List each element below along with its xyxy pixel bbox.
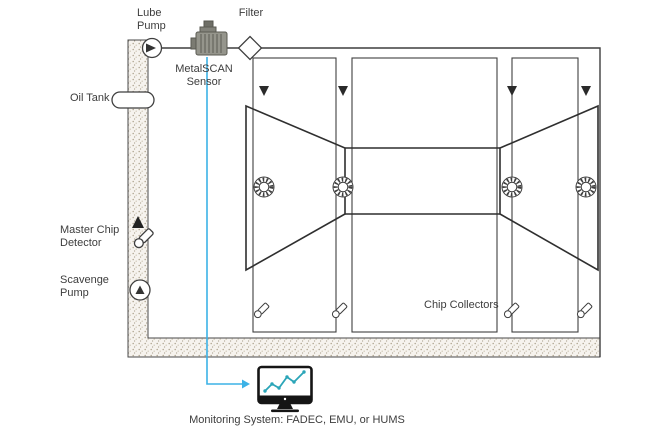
flow-down-arrows (259, 86, 591, 96)
bearing-icon (253, 176, 275, 198)
oil-tank-label: Oil Tank (70, 92, 110, 104)
monitor-chart (263, 370, 306, 393)
lube-pump-label: Lube Pump (137, 7, 166, 33)
flow-down-arrow (338, 86, 348, 96)
master-chip-detector-label: Master Chip Detector (60, 224, 120, 250)
filter-icon (237, 35, 263, 61)
inner-frame-3 (511, 57, 579, 333)
monitor-icon (257, 365, 313, 413)
bearings (253, 176, 597, 198)
inner-frame-1 (252, 57, 337, 333)
chip-collector-icon (331, 302, 348, 319)
inner-frame-2 (351, 57, 498, 333)
engine-outer-frame (148, 47, 601, 357)
flow-down-arrow (507, 86, 517, 96)
monitoring-system-label: Monitoring System: FADEC, EMU, or HUMS (189, 414, 405, 426)
combustor-lines (345, 147, 500, 215)
bearing-icon (332, 176, 354, 198)
metalscan-sensor-icon (190, 20, 228, 56)
scavenge-pump-label: Scavenge Pump (60, 274, 109, 300)
chip-collector-icon (253, 302, 270, 319)
scavenge-pump-icon (129, 279, 151, 301)
flow-down-arrow (259, 86, 269, 96)
turbine-trapezoid (499, 104, 599, 272)
master-chip-detector-icon (133, 228, 154, 249)
flow-down-arrow (581, 86, 591, 96)
chip-collector-icons (253, 302, 593, 319)
signal-line (206, 57, 250, 389)
bearing-icon (575, 176, 597, 198)
chip-collector-icon (576, 302, 593, 319)
chip-collectors-label: Chip Collectors (424, 299, 499, 311)
engine-inner-frames (252, 57, 579, 333)
chip-collector-icon (503, 302, 520, 319)
signal-arrowhead (242, 379, 250, 389)
flow-up-arrow (132, 216, 144, 228)
lube-pump-icon (141, 37, 163, 59)
filter-label: Filter (238, 7, 264, 19)
metalscan-sensor-label: MetalSCAN Sensor (175, 63, 233, 89)
oil-tank-icon (111, 91, 155, 109)
engine-core-outline (245, 104, 599, 272)
bearing-icon (501, 176, 523, 198)
